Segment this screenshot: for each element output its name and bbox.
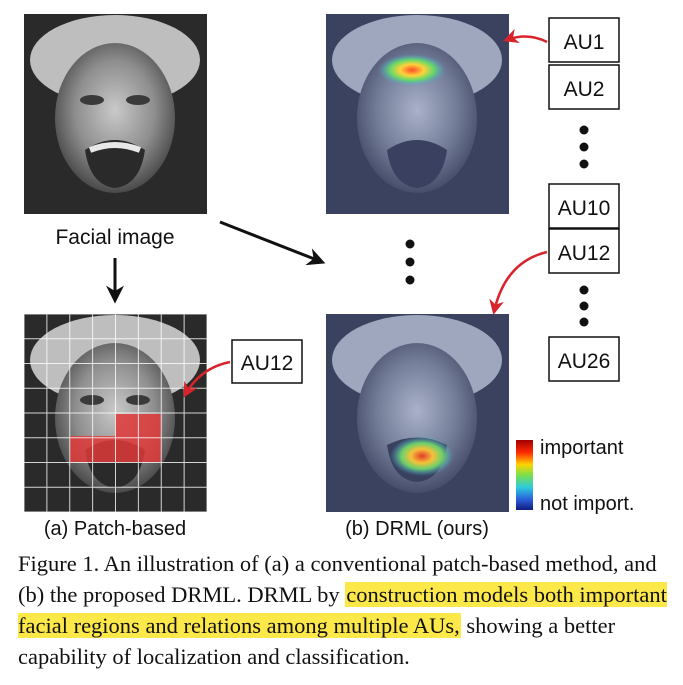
au-label-au1: AU1 xyxy=(564,31,605,54)
au-label-au26: AU26 xyxy=(558,350,611,373)
heatmap-forehead xyxy=(378,54,446,86)
importance-colorbar xyxy=(516,440,533,510)
patch-grid xyxy=(23,313,208,513)
figure-caption: Figure 1. An illustration of (a) a conve… xyxy=(18,548,668,672)
au-label-au12: AU12 xyxy=(558,242,611,265)
heatmap-mouth xyxy=(390,436,454,476)
au1-red-arrow xyxy=(503,28,548,44)
au-box-au2 xyxy=(548,64,620,110)
patch-au-box xyxy=(231,339,303,384)
drml-top-image xyxy=(326,14,509,214)
au-box-au26 xyxy=(548,336,620,382)
au-box-au10 xyxy=(548,183,620,229)
diagonal-arrow xyxy=(219,220,326,266)
legend-important: important xyxy=(540,437,624,459)
drml-bottom-image xyxy=(326,314,509,512)
au-label-au10: AU10 xyxy=(558,197,611,220)
figure-1: Facial image AU12 (a) Patch-based xyxy=(23,14,634,540)
patch-red-arrow xyxy=(183,360,231,398)
au-box-au12 xyxy=(548,228,620,274)
au12-red-arrow xyxy=(489,250,548,315)
patch-based-caption: (a) Patch-based xyxy=(44,518,186,540)
au-ellipsis-bottom xyxy=(579,285,589,327)
legend-not-important: not import. xyxy=(540,493,634,515)
caption-part2: showing a better capability of localizat… xyxy=(18,613,616,669)
facial-image-label: Facial image xyxy=(55,226,174,249)
caption-part1: Figure 1. An illustration of (a) a conve… xyxy=(18,551,657,607)
au-boxes: AU1 AU2 AU10 AU12 AU26 xyxy=(548,17,620,382)
facial-image-photo xyxy=(24,14,207,214)
au-label-au2: AU2 xyxy=(564,78,605,101)
au-ellipsis-top xyxy=(579,125,589,169)
drml-caption: (b) DRML (ours) xyxy=(345,518,489,540)
patch-au-label: AU12 xyxy=(241,352,294,375)
au-box-au1 xyxy=(548,17,620,63)
drml-ellipsis-dots xyxy=(405,239,415,285)
